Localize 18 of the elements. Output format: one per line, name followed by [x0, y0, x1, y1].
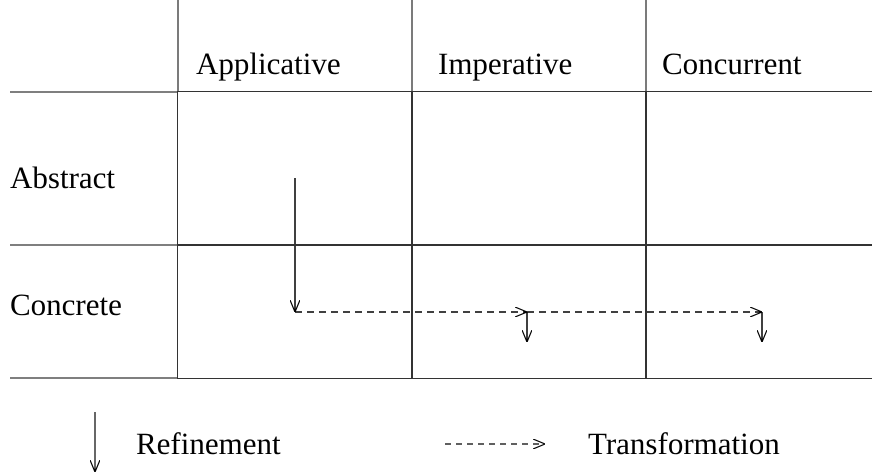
- arrow: [756, 312, 768, 343]
- table-cell: [411, 91, 647, 246]
- dashed-arrow: [527, 306, 763, 318]
- table-cell: [411, 244, 647, 379]
- row-header: Abstract: [10, 160, 116, 196]
- column-header: Applicative: [196, 46, 341, 82]
- arrow: [289, 178, 301, 313]
- legend-label: Transformation: [588, 426, 780, 462]
- column-header: Concurrent: [662, 46, 802, 82]
- table-cell: [645, 91, 872, 246]
- column-header: Imperative: [438, 46, 572, 82]
- table-cell: [177, 244, 413, 379]
- dashed-arrow: [295, 306, 528, 318]
- row-header: Concrete: [10, 287, 122, 323]
- table-cell: [645, 244, 872, 379]
- arrow: [521, 312, 533, 343]
- table-cell: [177, 91, 413, 246]
- legend-label: Refinement: [136, 426, 281, 462]
